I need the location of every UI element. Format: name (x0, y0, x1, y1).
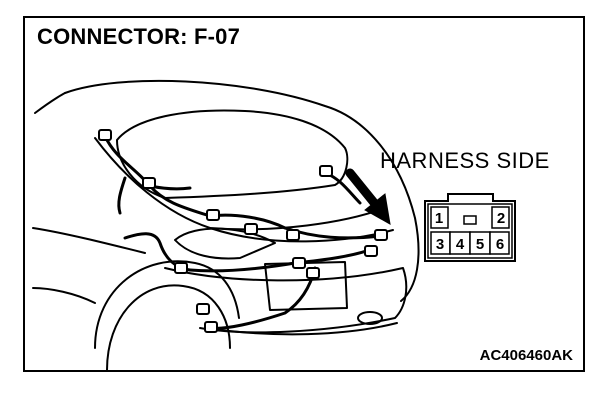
connector-face: 1 2 3 4 5 6 (424, 193, 516, 262)
connector-title: CONNECTOR: F-07 (37, 24, 241, 49)
harness-side-label: HARNESS SIDE (380, 148, 550, 173)
pin-4: 4 (456, 236, 465, 253)
wheel-arch (94, 260, 240, 349)
pointer-arrow (345, 168, 391, 225)
pin-3: 3 (436, 236, 444, 253)
car-body-outline (64, 79, 420, 302)
rear-bumper (164, 267, 408, 334)
rear-wheel (106, 284, 231, 370)
license-plate (264, 261, 348, 311)
exhaust-tip (357, 311, 383, 325)
pin-5: 5 (476, 236, 484, 253)
pin-2: 2 (497, 210, 505, 227)
harness-connectors (98, 129, 388, 333)
roof-line (34, 92, 66, 114)
pin-6: 6 (496, 236, 504, 253)
left-tail-light (174, 227, 276, 260)
figure-code: AC406460AK (479, 347, 573, 364)
pin-1: 1 (435, 210, 443, 227)
diagram-frame: 1 2 3 4 5 6 CONNECTOR: F-07 HARNESS SIDE… (23, 16, 585, 372)
car-rear-wiring-illustration: 1 2 3 4 5 6 (32, 79, 516, 370)
